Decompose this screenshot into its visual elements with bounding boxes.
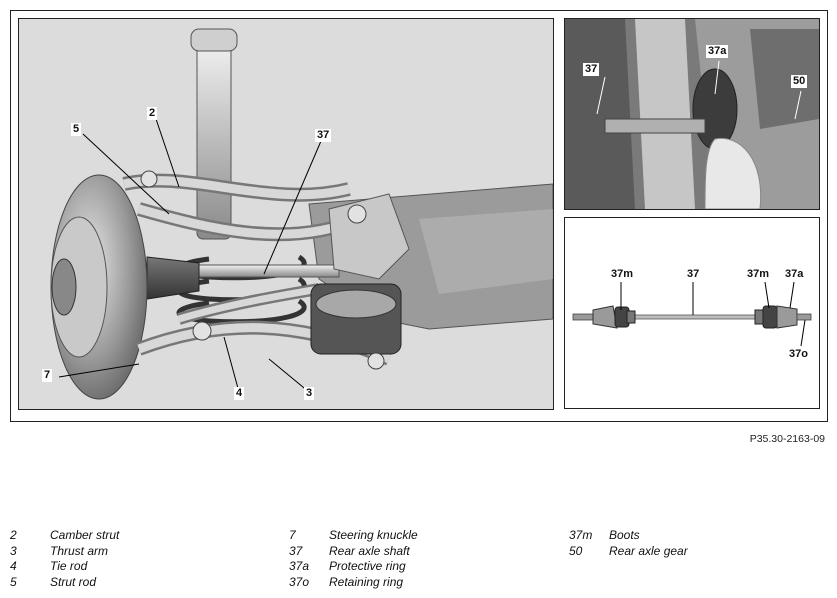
legend-key: 5 <box>10 574 17 589</box>
legend-row: 4 Tie rod <box>10 559 119 575</box>
legend-key: 37o <box>289 574 310 589</box>
legend-row: 37 Rear axle shaft <box>289 544 418 560</box>
legend-row: 5 Strut rod <box>10 575 119 591</box>
legend-key: 7 <box>289 528 296 542</box>
legend-column-1: 2 Camber strut 3 Thrust arm 4 Tie rod 5 Stru… <box>10 528 119 590</box>
legend-key: 50 <box>569 543 583 558</box>
legend-key: 3 <box>10 543 17 558</box>
legend-label: Rear axle shaft <box>329 543 410 558</box>
legend-label: Strut rod <box>50 574 97 589</box>
callout-37: 37 <box>315 129 332 142</box>
detail-callout-37a: 37a <box>706 45 729 58</box>
shaft-callout-37m-right: 37m <box>747 268 770 280</box>
legend-row: 3 Thrust arm <box>10 544 119 560</box>
callout-4: 4 <box>234 387 245 400</box>
legend-row: 50 Rear axle gear <box>569 544 688 560</box>
axle-shaft-illustration: 37m 37 37m 37a 37o <box>564 217 820 409</box>
legend-row: 37a Protective ring <box>289 559 418 575</box>
legend-label: Rear axle gear <box>609 543 688 558</box>
legend-label: Retaining ring <box>329 574 404 589</box>
shaft-callout-37: 37 <box>687 268 700 280</box>
figure-code: P35.30-2163-09 <box>749 433 825 445</box>
main-suspension-illustration: 2 5 37 7 4 3 <box>18 18 554 410</box>
shaft-callout-37o: 37o <box>789 348 808 360</box>
legend-row: 2 Camber strut <box>10 528 119 544</box>
legend-label: Steering knuckle <box>329 528 418 542</box>
detail-callout-50: 50 <box>791 75 808 88</box>
legend-label: Thrust arm <box>50 543 109 558</box>
callout-5: 5 <box>71 123 82 136</box>
legend-label: Protective ring <box>329 559 406 573</box>
legend-key: 2 <box>10 528 17 542</box>
detail-drawing <box>565 19 819 209</box>
suspension-drawing <box>50 28 553 400</box>
legend-column-3: 37m Boots 50 Rear axle gear <box>569 528 688 559</box>
shaft-callout-37m-left: 37m <box>611 268 634 280</box>
detail-callout-37: 37 <box>583 63 600 76</box>
legend-key: 37a <box>289 559 310 573</box>
legend-label: Boots <box>609 528 640 542</box>
detail-illustration: 37 37a 50 <box>564 18 820 210</box>
axle-shaft-drawing <box>572 281 812 347</box>
callout-3: 3 <box>304 387 315 400</box>
legend-row: 37m Boots <box>569 528 688 544</box>
legend-label: Tie rod <box>50 559 88 573</box>
legend-row: 37o Retaining ring <box>289 575 418 591</box>
legend-row: 7 Steering knuckle <box>289 528 418 544</box>
shaft-callout-37a: 37a <box>785 268 804 280</box>
callout-7: 7 <box>42 369 53 382</box>
legend-key: 37 <box>289 543 303 558</box>
legend-label: Camber strut <box>50 528 120 542</box>
legend-key: 4 <box>10 559 17 573</box>
legend-column-2: 7 Steering knuckle 37 Rear axle shaft 37a P… <box>289 528 418 590</box>
legend-key: 37m <box>569 528 593 542</box>
callout-2: 2 <box>147 107 158 120</box>
